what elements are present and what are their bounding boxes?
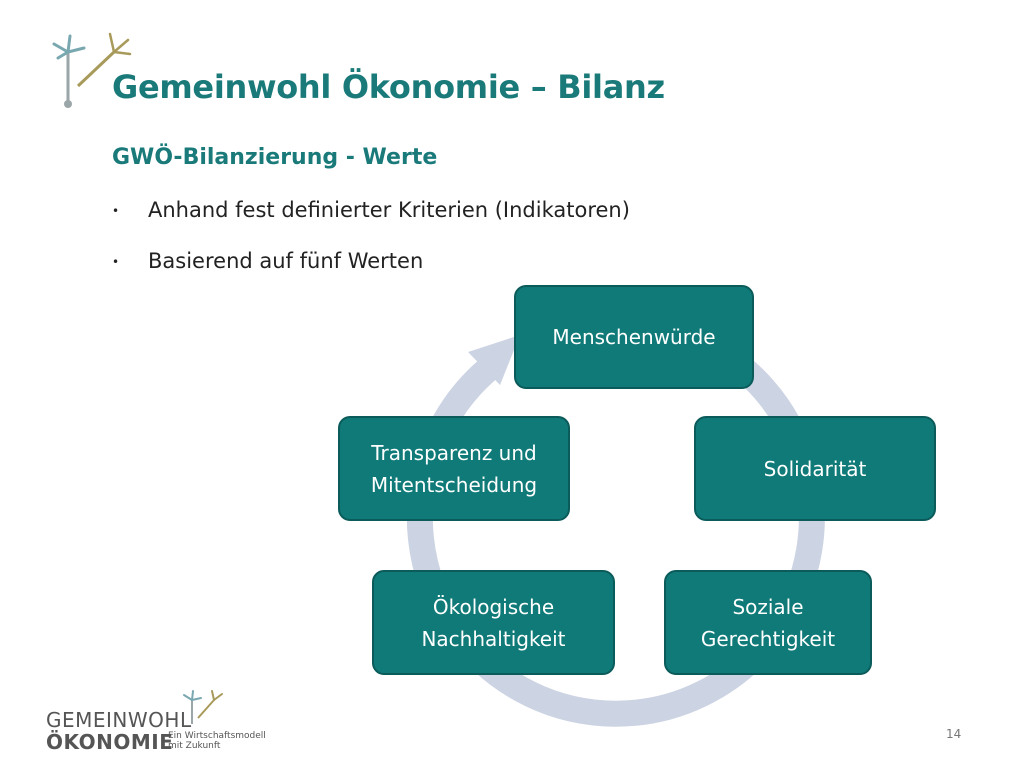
value-node-oekologische-nachhaltigkeit: Ökologische Nachhaltigkeit [372,570,615,675]
page-number: 14 [946,727,962,741]
bullet-text: Anhand fest definierter Kriterien (Indik… [148,198,630,222]
cycle-arrowhead-icon [468,335,520,385]
bullet-item: • Anhand fest definierter Kriterien (Indi… [112,198,630,222]
footer-tagline: Ein Wirtschaftsmodell mit Zukunft [168,731,266,751]
dandelion-logo-icon [52,32,132,108]
bullet-item: • Basierend auf fünf Werten [112,249,423,273]
small-dandelion-logo-icon [183,690,223,724]
value-node-soziale-gerechtigkeit: Soziale Gerechtigkeit [664,570,872,675]
footer-logo-line2: ÖKONOMIE [46,730,174,754]
bullet-text: Basierend auf fünf Werten [148,249,424,273]
slide-title: Gemeinwohl Ökonomie – Bilanz [112,68,665,106]
value-node-solidaritaet: Solidarität [694,416,936,521]
footer-logo-line1: GEMEINWOHL [46,708,192,732]
bullet-icon: • [112,255,120,269]
value-node-transparenz: Transparenz und Mitentscheidung [338,416,570,521]
bullet-icon: • [112,204,120,218]
section-subtitle: GWÖ-Bilanzierung - Werte [112,145,438,170]
value-node-menschenwuerde: Menschenwürde [514,285,754,389]
